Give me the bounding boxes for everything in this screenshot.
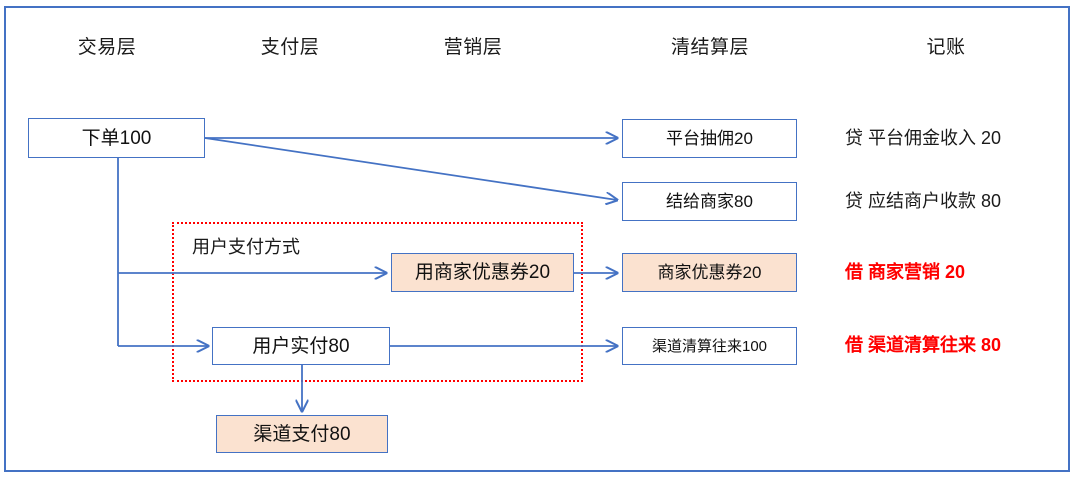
node-use-merchant-coupon[interactable]: 用商家优惠券20 bbox=[391, 253, 574, 292]
node-platform-commission[interactable]: 平台抽佣20 bbox=[622, 119, 797, 158]
node-channel-payment[interactable]: 渠道支付80 bbox=[216, 415, 388, 453]
diagram-frame bbox=[4, 6, 1070, 472]
column-header-payment: 支付层 bbox=[260, 37, 320, 58]
node-settle-merchant[interactable]: 结给商家80 bbox=[622, 182, 797, 221]
group-label-user-payment-method: 用户支付方式 bbox=[192, 237, 300, 257]
node-user-paid[interactable]: 用户实付80 bbox=[212, 327, 390, 365]
ledger-entry-channel-clearing: 借 渠道清算往来 80 bbox=[845, 335, 1002, 355]
column-header-transaction: 交易层 bbox=[77, 37, 137, 58]
ledger-entry-platform-commission: 贷 平台佣金收入 20 bbox=[845, 128, 1002, 148]
ledger-entry-merchant-receivable: 贷 应结商户收款 80 bbox=[845, 191, 1002, 211]
column-header-bookkeeping: 记账 bbox=[926, 37, 966, 58]
column-header-clearing: 清结算层 bbox=[670, 37, 750, 58]
node-order[interactable]: 下单100 bbox=[28, 118, 205, 158]
column-header-marketing: 营销层 bbox=[443, 37, 503, 58]
ledger-entry-merchant-marketing: 借 商家营销 20 bbox=[845, 262, 966, 282]
group-box-user-payment-method bbox=[172, 222, 583, 382]
node-channel-clearing[interactable]: 渠道清算往来100 bbox=[622, 327, 797, 365]
node-merchant-coupon[interactable]: 商家优惠券20 bbox=[622, 253, 797, 292]
